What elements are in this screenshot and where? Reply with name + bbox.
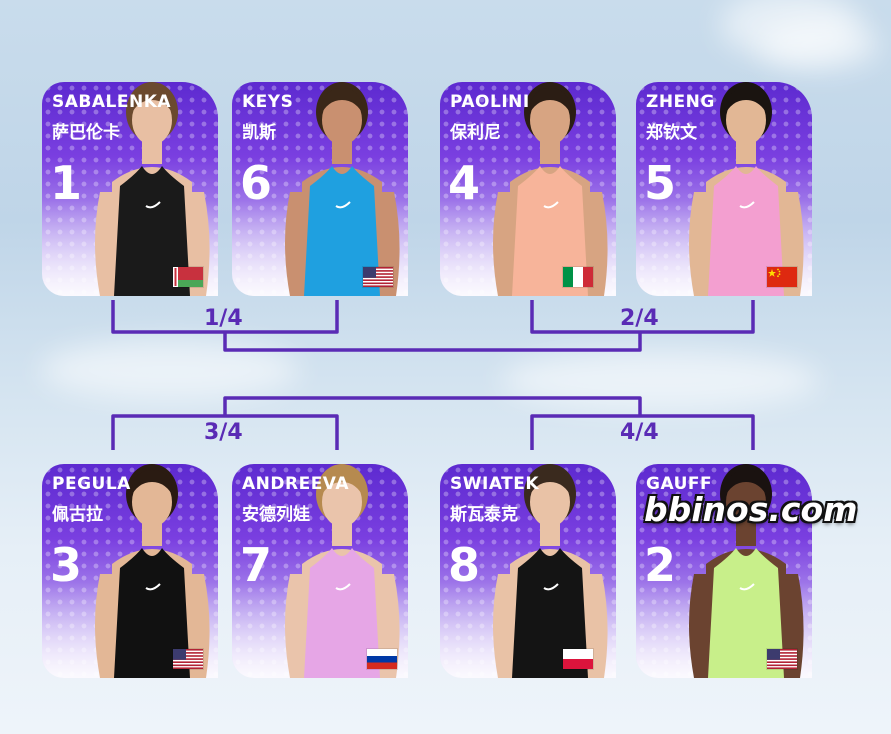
russia-flag-icon xyxy=(366,648,398,670)
player-seed: 5 xyxy=(644,156,677,210)
player-chinese-name: 斯瓦泰克 xyxy=(450,505,518,525)
round-label-2: 2/4 xyxy=(620,306,659,331)
round-label-1: 1/4 xyxy=(204,306,243,331)
player-photo xyxy=(285,464,400,678)
player-card-gauff[interactable]: GAUFF 高芙 2 xyxy=(636,464,812,678)
player-name: PEGULA xyxy=(52,474,131,494)
player-chinese-name: 安德列娃 xyxy=(242,505,310,525)
player-name: ANDREEVA xyxy=(242,474,349,494)
cloud xyxy=(760,20,880,70)
player-card-pegula[interactable]: PEGULA 佩古拉 3 xyxy=(42,464,218,678)
usa-flag-icon xyxy=(172,648,204,670)
round-label-3: 3/4 xyxy=(204,420,243,445)
player-seed: 1 xyxy=(50,156,83,210)
player-seed: 2 xyxy=(644,538,677,592)
player-chinese-name: 萨巴伦卡 xyxy=(52,123,120,143)
usa-flag-icon xyxy=(766,648,798,670)
china-flag-icon xyxy=(766,266,798,288)
player-photo xyxy=(95,82,210,296)
player-card-swiatek[interactable]: SWIATEK 斯瓦泰克 8 xyxy=(440,464,616,678)
player-chinese-name: 郑钦文 xyxy=(646,123,697,143)
player-chinese-name: 保利尼 xyxy=(450,123,501,143)
player-seed: 6 xyxy=(240,156,273,210)
player-seed: 8 xyxy=(448,538,481,592)
player-chinese-name: 佩古拉 xyxy=(52,505,103,525)
player-name: KEYS xyxy=(242,92,294,112)
player-name: GAUFF xyxy=(646,474,713,494)
player-card-keys[interactable]: KEYS 凯斯 6 xyxy=(232,82,408,296)
poland-flag-icon xyxy=(562,648,594,670)
player-card-sabalenka[interactable]: SABALENKA 萨巴伦卡 1 xyxy=(42,82,218,296)
player-card-paolini[interactable]: PAOLINI 保利尼 4 xyxy=(440,82,616,296)
player-seed: 7 xyxy=(240,538,273,592)
usa-flag-icon xyxy=(362,266,394,288)
italy-flag-icon xyxy=(562,266,594,288)
player-card-zheng[interactable]: ZHENG 郑钦文 5 xyxy=(636,82,812,296)
cloud xyxy=(500,350,820,410)
round-label-4: 4/4 xyxy=(620,420,659,445)
player-photo xyxy=(493,464,608,678)
player-name: SWIATEK xyxy=(450,474,540,494)
player-photo xyxy=(285,82,400,296)
watermark-text: bbinos.com xyxy=(644,490,858,529)
player-card-andreeva[interactable]: ANDREEVA 安德列娃 7 xyxy=(232,464,408,678)
player-chinese-name: 凯斯 xyxy=(242,123,276,143)
player-name: PAOLINI xyxy=(450,92,530,112)
belarus-flag-icon xyxy=(172,266,204,288)
player-seed: 3 xyxy=(50,538,83,592)
player-seed: 4 xyxy=(448,156,481,210)
player-photo xyxy=(689,82,804,296)
player-name: SABALENKA xyxy=(52,92,172,112)
player-name: ZHENG xyxy=(646,92,715,112)
